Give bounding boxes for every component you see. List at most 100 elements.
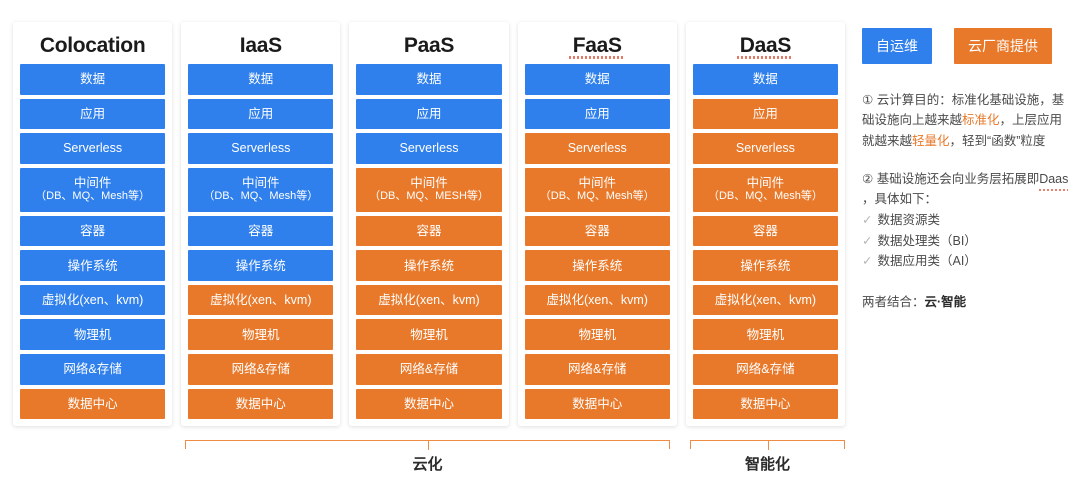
note1-part3: ，轻到“函数”粒度 xyxy=(949,133,1046,148)
layer-cell: 物理机 xyxy=(524,319,670,350)
layer-cell: 应用 xyxy=(524,98,670,130)
bracket-stem xyxy=(427,440,429,450)
checklist-label: 数据应用类（AI） xyxy=(877,253,977,268)
service-column-colocation: Colocation 数据应用 Serverless 中间件（DB、MQ、Mesh等）… xyxy=(13,22,173,426)
column-title: FaaS xyxy=(525,26,670,64)
layer-cell: 容器 xyxy=(188,215,334,247)
legend-item-self-managed: 自运维 xyxy=(862,28,932,64)
layer-cell: 物理机 xyxy=(188,319,334,350)
conclusion-prefix: 两者结合： xyxy=(862,295,925,309)
bracket-stem xyxy=(767,440,769,450)
bracket-label-cloudification: 云化 xyxy=(412,456,443,473)
layer-cell: 操作系统 xyxy=(524,250,670,281)
layer-label: 虚拟化(xen、kvm) xyxy=(378,293,480,308)
layer-sublabel: （DB、MQ、Mesh等） xyxy=(539,189,655,202)
layer-cell: 数据 xyxy=(20,64,166,95)
layer-label: 网络&存储 xyxy=(399,362,459,377)
layer-cell: 数据中心 xyxy=(356,388,502,420)
layer-sublabel: （DB、MQ、Mesh等） xyxy=(707,189,823,202)
bracket-cap-left xyxy=(185,440,186,449)
checklist-item: ✓数据处理类（BI） xyxy=(862,231,1070,251)
layer-label: 中间件 xyxy=(73,176,112,191)
note2-text-after: ，具体如下： xyxy=(862,192,938,206)
layer-label: 中间件 xyxy=(410,176,448,191)
layer-label: 应用 xyxy=(416,106,442,121)
layer-cell: 容器 xyxy=(524,215,670,247)
layer-label: Serverless xyxy=(63,141,123,156)
layer-label: Serverless xyxy=(567,141,627,156)
layer-cell: Serverless xyxy=(692,133,839,164)
note-cloud-purpose: ① 云计算目的：标准化基础设施，基础设施向上越来越标准化，上层应用就越来越轻量化… xyxy=(862,90,1070,151)
layer-cell: 应用 xyxy=(20,98,166,130)
bracket-cloudification xyxy=(185,440,670,457)
layer-cell: 应用 xyxy=(356,98,502,130)
layer-label: 虚拟化(xen、kvm) xyxy=(546,293,648,308)
layer-label: 网络&存储 xyxy=(736,362,795,377)
layer-cell: 中间件（DB、MQ、Mesh等） xyxy=(188,167,334,212)
layer-cell: 中间件（DB、MQ、MESH等） xyxy=(356,167,502,212)
layer-sublabel: （DB、MQ、Mesh等） xyxy=(35,189,151,202)
layer-label: 网络&存储 xyxy=(568,362,627,377)
layer-cell: 数据 xyxy=(524,64,670,95)
layer-label: 容器 xyxy=(248,224,274,239)
layer-cell: 操作系统 xyxy=(188,250,334,281)
column-title: Colocation xyxy=(39,34,146,57)
layer-cell: 网络&存储 xyxy=(524,353,670,385)
layer-label: 虚拟化(xen、kvm) xyxy=(210,293,312,308)
daas-checklist: ✓数据资源类✓数据处理类（BI）✓数据应用类（AI） xyxy=(862,210,1070,271)
layer-cell: 操作系统 xyxy=(20,250,166,281)
layer-label: 应用 xyxy=(80,106,106,121)
layer-cell: 虚拟化(xen、kvm) xyxy=(188,284,334,316)
note-marker-2: ② xyxy=(862,171,874,186)
conclusion-line: 两者结合：云·智能 xyxy=(862,291,1070,310)
layer-label: 中间件 xyxy=(746,176,785,191)
check-icon: ✓ xyxy=(862,253,873,268)
note1-highlight-standardization: 标准化 xyxy=(962,113,1000,128)
layer-label: 操作系统 xyxy=(67,258,118,273)
layer-label: 物理机 xyxy=(746,327,785,342)
layer-cell: 容器 xyxy=(356,215,502,247)
layer-cell: 数据 xyxy=(356,64,502,95)
conclusion-emphasis: 云·智能 xyxy=(924,295,967,309)
layer-cell: 虚拟化(xen、kvm) xyxy=(692,284,839,316)
note1-part2: ，上层应用就越来越 xyxy=(862,113,1063,148)
layer-label: 容器 xyxy=(584,224,610,239)
layer-cell: 数据 xyxy=(692,64,839,95)
layer-label: Serverless xyxy=(399,141,459,156)
column-title: PaaS xyxy=(403,34,455,57)
checklist-label: 数据处理类（BI） xyxy=(877,233,977,248)
legend-item-cloud-provided: 云厂商提供 xyxy=(954,28,1052,64)
column-title: DaaS xyxy=(693,26,838,64)
note-marker-1: ① xyxy=(862,93,874,107)
checklist-item: ✓ 数据应用类（AI） xyxy=(862,251,1070,271)
layer-label: 数据 xyxy=(584,72,610,87)
layer-label: 容器 xyxy=(752,224,778,239)
layer-label: 操作系统 xyxy=(740,258,791,273)
layer-sublabel: （DB、MQ、Mesh等） xyxy=(203,189,319,202)
layer-label: 应用 xyxy=(584,106,610,121)
note1-highlight-lightweight: 轻量化 xyxy=(912,133,950,148)
layer-cell: 中间件（DB、MQ、Mesh等） xyxy=(692,167,839,212)
note1-part1: 云计算目的：标准化基础设施，基础设施向上越来越 xyxy=(862,93,1065,128)
layer-cell: 物理机 xyxy=(692,319,839,350)
layer-cell: 虚拟化(xen、kvm) xyxy=(20,284,166,316)
bracket-cap-left xyxy=(690,440,691,449)
layer-cell: 网络&存储 xyxy=(356,353,502,385)
layer-cell: 应用 xyxy=(188,98,334,130)
check-icon: ✓ xyxy=(862,213,873,228)
layer-label: 应用 xyxy=(752,106,778,121)
bracket-intelligentization xyxy=(690,440,845,457)
layer-label: 数据中心 xyxy=(740,396,791,411)
layer-label: 网络&存储 xyxy=(63,362,122,377)
layer-label: 数据中心 xyxy=(572,396,623,411)
layer-label: 容器 xyxy=(416,224,442,239)
